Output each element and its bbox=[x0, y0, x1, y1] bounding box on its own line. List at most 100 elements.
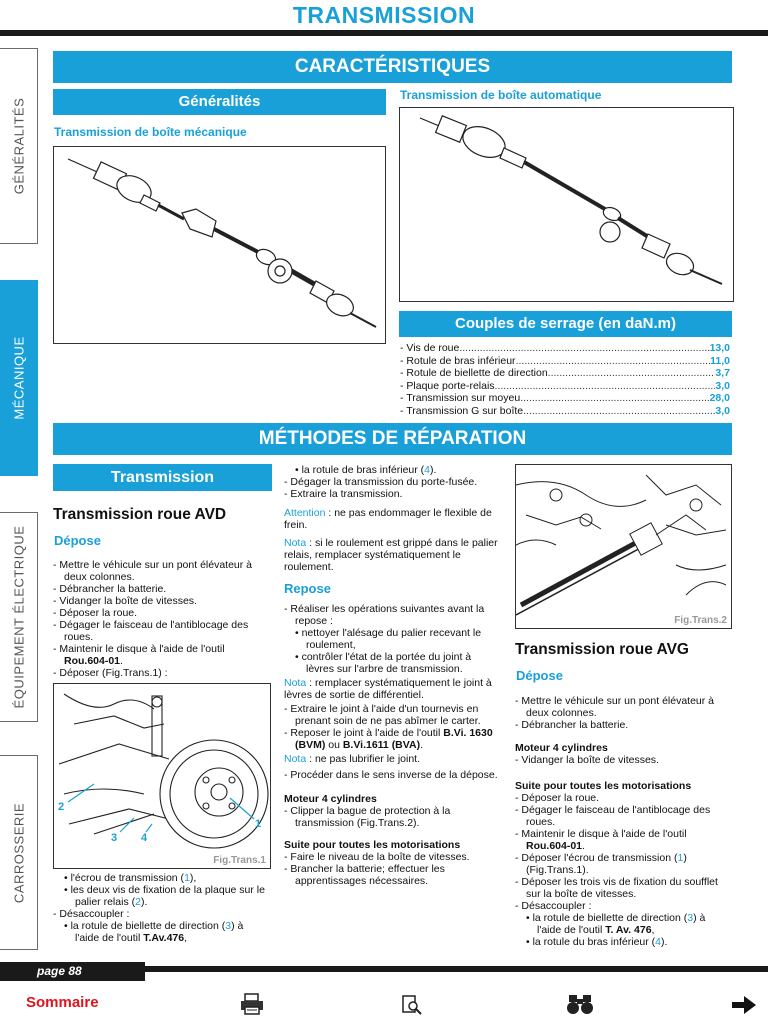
torque-label: - Rotule de biellette de direction bbox=[400, 367, 548, 379]
step-text: - Extraire le joint à l'aide d'un tourne… bbox=[284, 703, 481, 727]
torque-value: 3,7 bbox=[715, 367, 730, 379]
tool-reference: B.Vi. 1630 (BVM) bbox=[295, 727, 493, 751]
nota-note: Nota : si le roulement est grippé dans l… bbox=[284, 537, 498, 573]
torque-label: - Plaque porte-relais bbox=[400, 379, 495, 392]
tool-reference: Rou.604-01 bbox=[64, 655, 121, 667]
sidebar-tab-label: CARROSSERIE bbox=[11, 802, 26, 903]
callout-3: 3 bbox=[111, 832, 117, 844]
avg-depose-steps: - Mettre le véhicule sur un pont élévate… bbox=[515, 695, 731, 948]
attention-note: Attention : ne pas endommager le flexibl… bbox=[284, 507, 492, 531]
step-text: - Débrancher la batterie. bbox=[515, 719, 629, 731]
printer-icon[interactable] bbox=[239, 993, 265, 1015]
step-text: • la rotule du bras inférieur (4). bbox=[526, 936, 668, 948]
step-text: - Clipper la bague de protection à la tr… bbox=[284, 805, 451, 829]
step-text: - Désaccoupler : bbox=[53, 908, 130, 920]
header-rule bbox=[0, 30, 768, 36]
step-text: • l'écrou de transmission (1), bbox=[64, 872, 197, 884]
step-text: - Réaliser les opérations suivantes avan… bbox=[284, 603, 485, 627]
step-text: - Procéder dans le sens inverse de la dé… bbox=[284, 769, 498, 781]
page-number-box: page 88 bbox=[0, 962, 145, 981]
sidebar-tab-label: GÉNÉRALITÉS bbox=[11, 97, 26, 195]
sidebar-tab-generalites[interactable]: GÉNÉRALITÉS bbox=[0, 48, 38, 244]
subsection-band-transmission: Transmission bbox=[53, 464, 272, 491]
torque-label: - Transmission G sur boîte bbox=[400, 404, 524, 417]
column-2-text: • la rotule de bras inférieur (4). - Dég… bbox=[284, 464, 500, 887]
torque-value: 28,0 bbox=[709, 392, 730, 404]
tool-reference: Rou.604-01 bbox=[526, 840, 583, 852]
step-text: - Vidanger la boîte de vitesses. bbox=[515, 754, 659, 766]
torque-value: 13,0 bbox=[709, 342, 730, 354]
heading-transmission-avd: Transmission roue AVD bbox=[53, 506, 227, 523]
step-text: - Maintenir le disque à l'aide de l'outi… bbox=[53, 643, 225, 667]
step-text: - Reposer le joint à l'aide de l'outil B… bbox=[284, 727, 493, 751]
subheading-depose-avg: Dépose bbox=[516, 668, 563, 683]
torque-label: - Transmission sur moyeu bbox=[400, 392, 521, 404]
step-text: • nettoyer l'alésage du palier recevant … bbox=[295, 627, 482, 651]
next-arrow-icon[interactable] bbox=[732, 996, 756, 1014]
step-text: - Brancher la batterie; effectuer les ap… bbox=[284, 863, 445, 887]
step-text: - Mettre le véhicule sur un pont élévate… bbox=[515, 695, 715, 719]
torque-row: - Transmission G sur boîte .............… bbox=[400, 404, 730, 417]
engine-heading: Suite pour toutes les motorisations bbox=[284, 839, 461, 851]
sidebar-tab-equipement-electrique[interactable]: ÉQUIPEMENT ÉLECTRIQUE bbox=[0, 512, 38, 722]
torque-label: - Rotule de bras inférieur bbox=[400, 354, 516, 367]
tool-reference: T.Av.476 bbox=[143, 932, 185, 944]
torque-row: - Rotule de bras inférieur .............… bbox=[400, 354, 730, 367]
heading-transmission-avg: Transmission roue AVG bbox=[515, 641, 689, 658]
nota-note: Nota : remplacer systématiquement le joi… bbox=[284, 677, 492, 701]
torque-row: - Transmission sur moyeu ...............… bbox=[400, 392, 730, 404]
torque-row: - Rotule de biellette de direction .....… bbox=[400, 367, 730, 379]
torque-value: 11,0 bbox=[710, 354, 730, 367]
footer-rule bbox=[0, 966, 768, 972]
torque-value: 3,0 bbox=[715, 404, 730, 417]
binoculars-icon[interactable] bbox=[566, 993, 594, 1015]
step-text: - Déposer (Fig.Trans.1) : bbox=[53, 667, 168, 679]
step-text: • la rotule de biellette de direction (3… bbox=[64, 920, 244, 944]
torque-list: - Vis de roue ..........................… bbox=[400, 342, 730, 417]
figure-caption: Fig.Trans.2 bbox=[674, 615, 727, 626]
auto-transmission-label: Transmission de boîte automatique bbox=[400, 88, 602, 102]
figure-trans-1: 2 3 4 1 Fig.Trans.1 bbox=[53, 683, 271, 869]
sidebar-tab-mecanique[interactable]: MÉCANIQUE bbox=[0, 280, 38, 476]
automatic-driveshaft-figure bbox=[399, 107, 734, 302]
engine-heading: Suite pour toutes les motorisations bbox=[515, 780, 692, 792]
sidebar-tab-label: MÉCANIQUE bbox=[11, 336, 26, 420]
nota-note: Nota : ne pas lubrifier le joint. bbox=[284, 753, 420, 765]
avd-depose-steps-continued: • l'écrou de transmission (1), • les deu… bbox=[53, 872, 270, 944]
torque-row: - Vis de roue ..........................… bbox=[400, 342, 730, 354]
sommaire-link[interactable]: Sommaire bbox=[26, 994, 99, 1011]
subheading-repose: Repose bbox=[284, 581, 331, 596]
figure-trans-2: Fig.Trans.2 bbox=[515, 464, 732, 629]
step-text: • les deux vis de fixation de la plaque … bbox=[64, 884, 265, 908]
step-text: - Débrancher la batterie. bbox=[53, 583, 167, 595]
callout-2: 2 bbox=[58, 801, 64, 813]
torque-value: 3,0 bbox=[715, 379, 730, 392]
step-text: - Faire le niveau de la boîte de vitesse… bbox=[284, 851, 470, 863]
engine-heading: Moteur 4 cylindres bbox=[515, 742, 608, 754]
step-text: - Déposer l'écrou de transmission (1) (F… bbox=[515, 852, 687, 876]
subheading-depose-avd: Dépose bbox=[54, 533, 101, 548]
sidebar-tab-carrosserie[interactable]: CARROSSERIE bbox=[0, 755, 38, 950]
manual-driveshaft-figure bbox=[53, 146, 386, 344]
step-text: - Déposer la roue. bbox=[53, 607, 138, 619]
avd-depose-steps: - Mettre le véhicule sur un pont élévate… bbox=[53, 559, 270, 679]
step-text: - Mettre le véhicule sur un pont élévate… bbox=[53, 559, 253, 583]
search-document-icon[interactable] bbox=[401, 995, 423, 1015]
step-text: - Dégager le faisceau de l'antiblocage d… bbox=[53, 619, 249, 643]
tool-reference: B.Vi.1611 (BVA) bbox=[342, 739, 421, 751]
callout-4: 4 bbox=[141, 832, 148, 844]
step-text: • contrôler l'état de la portée du joint… bbox=[295, 651, 472, 675]
subsection-band-generalites: Généralités bbox=[53, 89, 386, 115]
section-band-caracteristiques: CARACTÉRISTIQUES bbox=[53, 51, 732, 83]
step-text: - Déposer les trois vis de fixation du s… bbox=[515, 876, 718, 900]
step-text: • la rotule de biellette de direction (3… bbox=[526, 912, 706, 936]
step-text: - Vidanger la boîte de vitesses. bbox=[53, 595, 197, 607]
page-title: TRANSMISSION bbox=[292, 2, 476, 28]
torque-label: - Vis de roue bbox=[400, 342, 460, 354]
step-text: - Extraire la transmission. bbox=[284, 488, 403, 500]
step-text: - Désaccoupler : bbox=[515, 900, 592, 912]
engine-heading: Moteur 4 cylindres bbox=[284, 793, 377, 805]
step-text: • la rotule de bras inférieur (4). bbox=[295, 464, 437, 476]
section-band-methodes: MÉTHODES DE RÉPARATION bbox=[53, 423, 732, 455]
manual-transmission-label: Transmission de boîte mécanique bbox=[54, 125, 247, 139]
